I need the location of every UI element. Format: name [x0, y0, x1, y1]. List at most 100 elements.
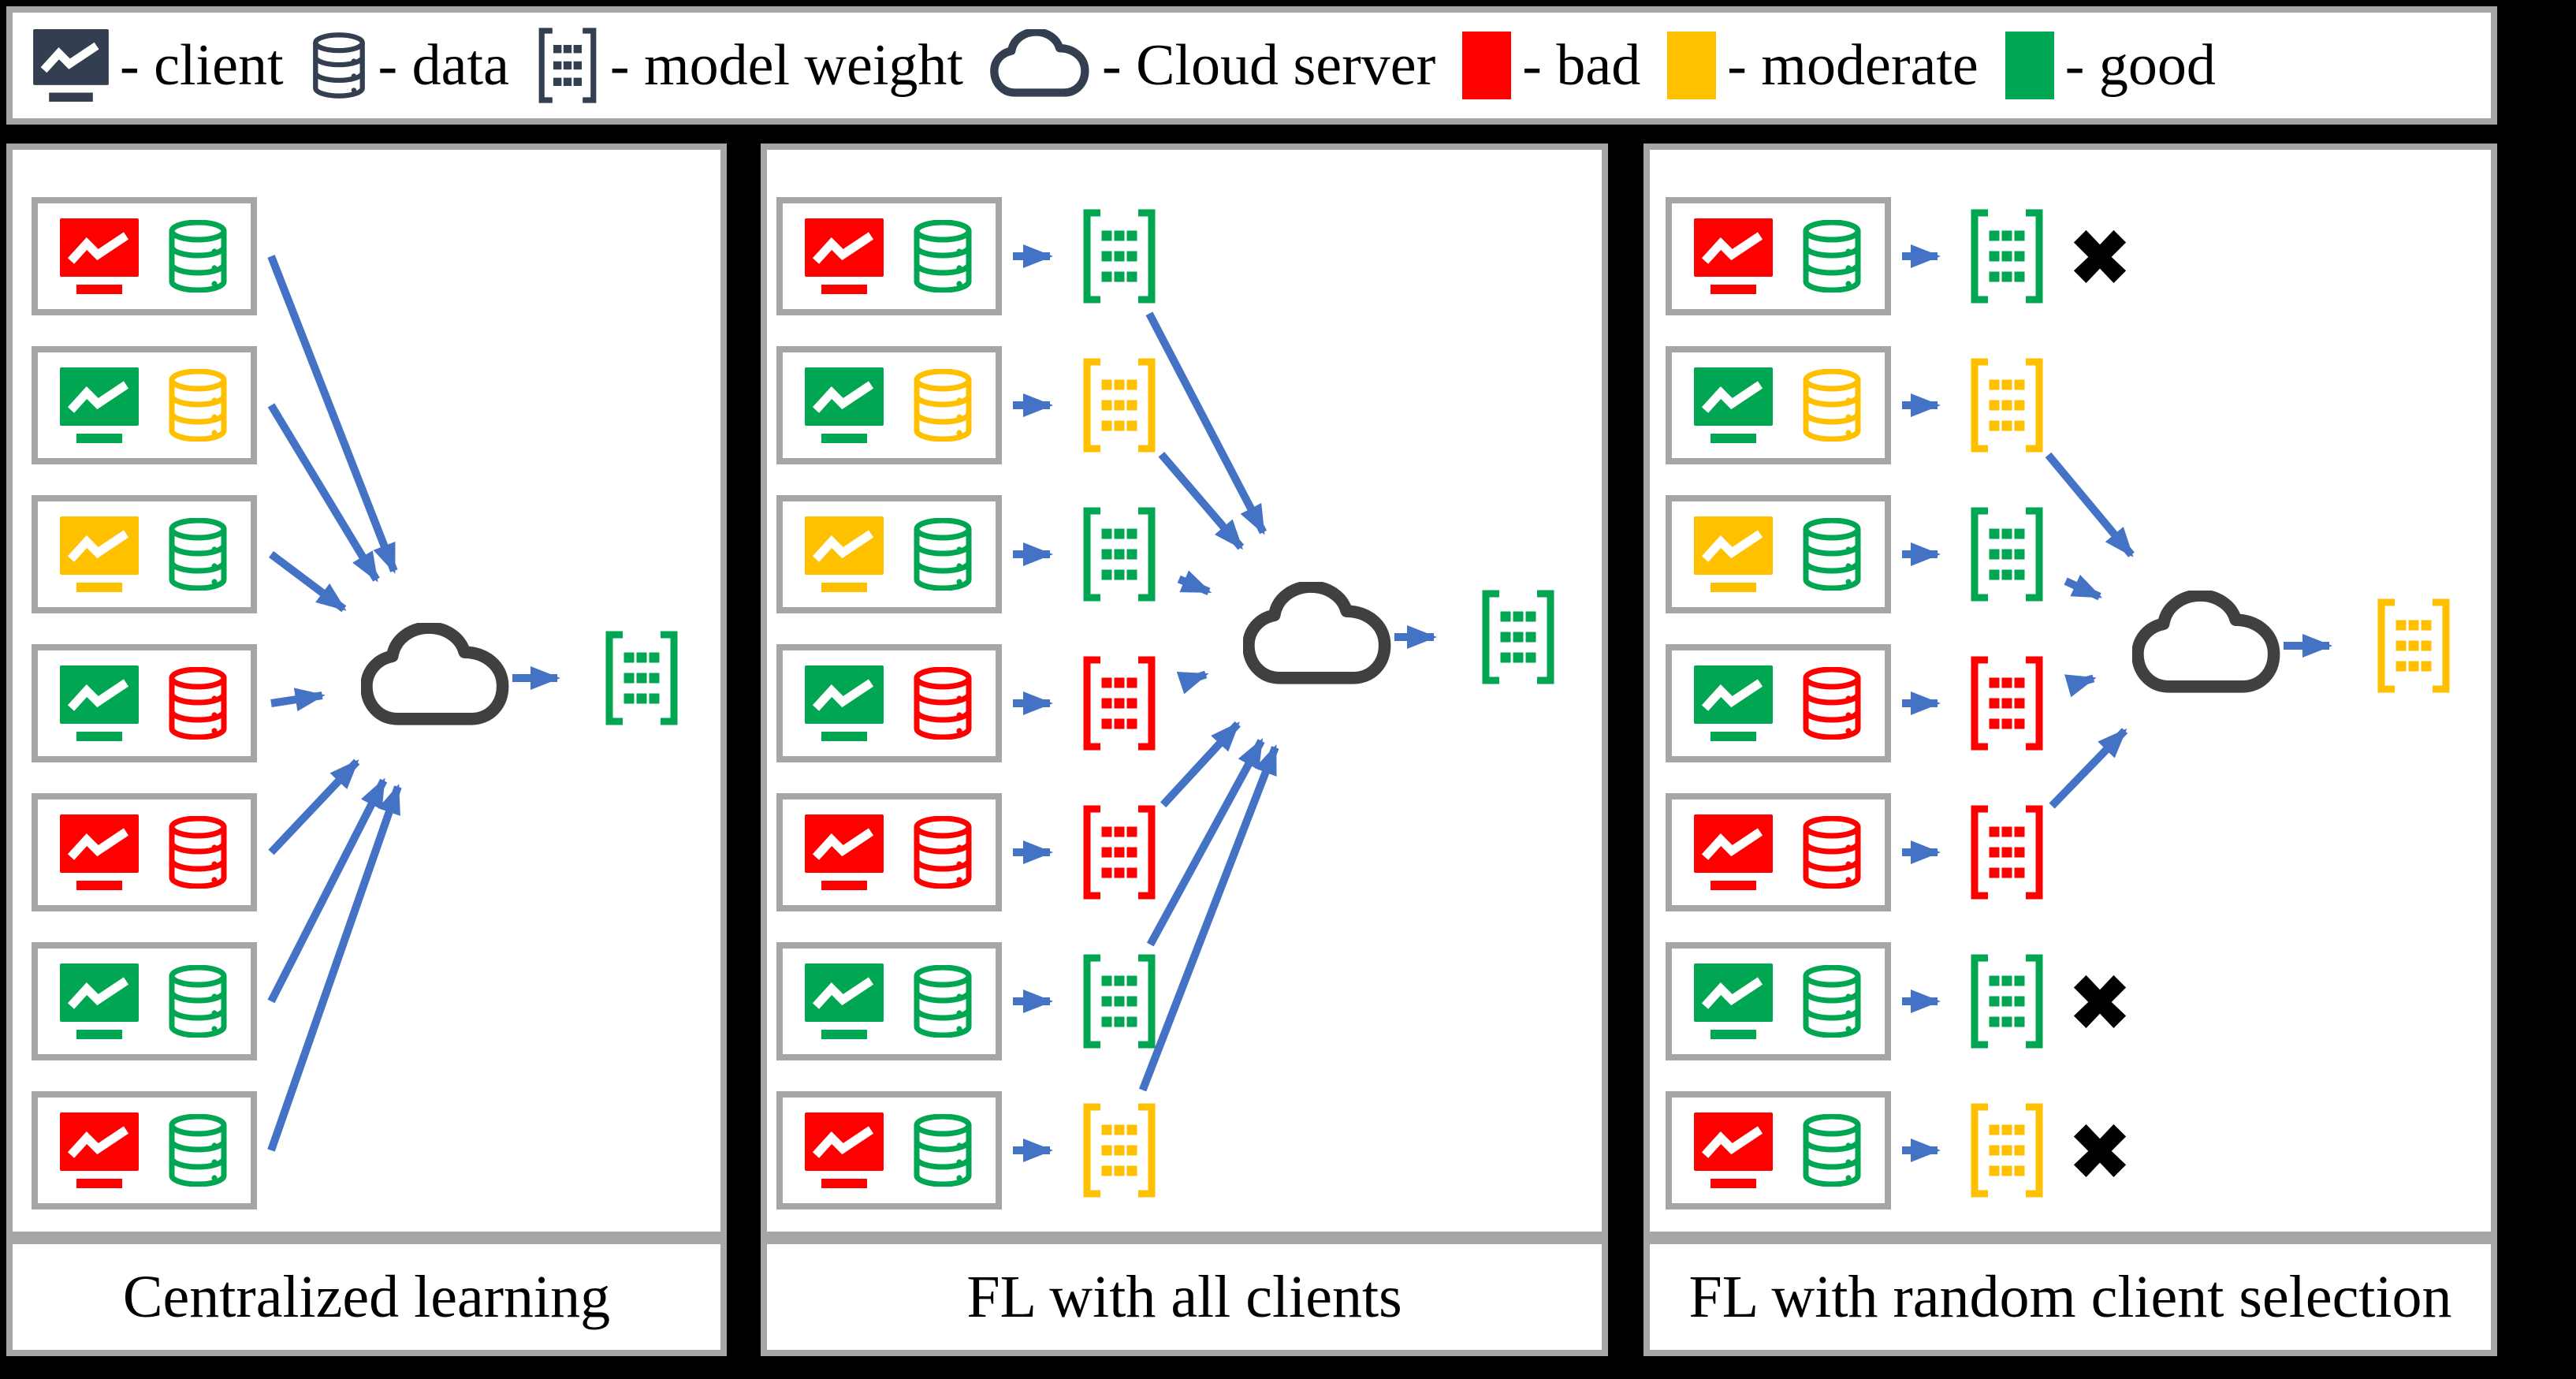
legend-bar: - client- data- model weight- Cloud serv… — [6, 6, 2497, 125]
local-model-weight — [1080, 505, 1159, 603]
client-icon — [805, 516, 884, 592]
model-weight-icon — [1482, 590, 1554, 684]
color-swatch-bad — [1462, 32, 1512, 99]
client-box — [776, 495, 1002, 613]
model-weight-icon — [1971, 507, 2043, 602]
legend-item-label: - Cloud server — [1101, 32, 1436, 98]
data-icon — [1803, 816, 1861, 889]
model-weight-icon — [538, 28, 597, 103]
client-box — [1666, 197, 1891, 315]
cloud-server — [361, 623, 511, 733]
not-selected-cross — [2064, 1114, 2136, 1187]
data-icon — [914, 518, 972, 591]
client-icon — [1694, 1113, 1773, 1188]
local-model-weight — [1080, 356, 1159, 454]
panel-caption: FL with all clients — [761, 1238, 1608, 1356]
local-model-weight — [1967, 654, 2046, 752]
global-model-weight — [590, 629, 693, 727]
data-icon — [914, 1114, 972, 1187]
data-icon — [311, 32, 367, 99]
flow-arrow — [268, 551, 347, 613]
panel-title: FL with random client selection — [1688, 1263, 2452, 1330]
client-icon — [60, 1113, 139, 1188]
data-icon — [169, 369, 227, 442]
client-box — [1666, 942, 1891, 1060]
model-weight-icon — [1083, 507, 1156, 602]
cloud-server — [1243, 582, 1393, 692]
flow-arrow — [2064, 674, 2097, 698]
model-weight-icon — [1971, 805, 2043, 900]
flow-arrow — [1176, 670, 1209, 695]
legend-item-model-weight: - model weight — [536, 24, 963, 106]
model-weight-icon — [1971, 209, 2043, 304]
cloud-icon — [2132, 591, 2280, 693]
client-icon — [805, 665, 884, 741]
flow-arrow — [1145, 311, 1268, 535]
flow-arrow — [2064, 574, 2103, 601]
flow-arrow — [1146, 738, 1265, 947]
legend-item-swatch-moderate: - moderate — [1667, 32, 1979, 99]
client-icon — [60, 218, 139, 294]
data-icon — [169, 220, 227, 293]
global-model-weight — [1467, 588, 1569, 686]
model-weight-icon — [1971, 1103, 2043, 1198]
color-swatch-moderate-wrap — [1667, 32, 1717, 99]
not-selected-cross — [2064, 220, 2136, 293]
not-selected-cross — [2064, 965, 2136, 1038]
panel-1 — [6, 143, 727, 1238]
legend-item-label: - good — [2064, 32, 2216, 98]
client-box — [776, 793, 1002, 911]
color-swatch-good-wrap — [2005, 32, 2054, 99]
data-icon — [914, 369, 972, 442]
flow-arrow — [267, 777, 388, 1004]
client-icon — [1694, 367, 1773, 443]
model-weight-icon — [1083, 805, 1156, 900]
cross-icon — [2073, 1124, 2127, 1178]
color-swatch-bad-wrap — [1462, 32, 1512, 99]
model-weight-icon — [1083, 656, 1156, 751]
local-model-weight — [1080, 207, 1159, 305]
client-icon — [1694, 665, 1773, 741]
legend-item-cloud-server: - Cloud server — [990, 29, 1435, 102]
flow-arrow — [268, 758, 360, 855]
client-icon — [33, 29, 109, 102]
panel-2 — [761, 143, 1608, 1238]
data-icon — [1803, 667, 1861, 740]
client-icon — [805, 367, 884, 443]
flow-arrow — [1160, 721, 1241, 808]
model-weight-icon — [1083, 954, 1156, 1049]
color-swatch-good — [2005, 32, 2054, 99]
client-icon — [1694, 814, 1773, 890]
global-model-weight — [2362, 597, 2465, 695]
client-icon — [33, 29, 109, 102]
legend-item-swatch-bad: - bad — [1462, 32, 1640, 99]
legend-item-label: - moderate — [1727, 32, 1979, 98]
panel-caption: FL with random client selection — [1644, 1238, 2497, 1356]
cloud-icon — [361, 623, 509, 725]
flow-arrow — [267, 255, 398, 574]
data-icon — [914, 965, 972, 1038]
model-weight-icon — [1083, 209, 1156, 304]
cross-icon — [2073, 975, 2127, 1029]
legend-item-client: - client — [33, 29, 284, 102]
local-model-weight — [1967, 952, 2046, 1050]
local-model-weight — [1080, 1101, 1159, 1199]
local-model-weight — [1967, 505, 2046, 603]
client-icon — [60, 814, 139, 890]
client-box — [1666, 495, 1891, 613]
client-box — [1666, 793, 1891, 911]
flow-arrow — [267, 784, 402, 1152]
client-box — [32, 197, 257, 315]
data-icon — [1803, 1114, 1861, 1187]
data-icon — [169, 1114, 227, 1187]
model-weight-icon — [605, 631, 678, 725]
local-model-weight — [1080, 654, 1159, 752]
flow-arrow — [2049, 728, 2128, 809]
cloud-icon — [1243, 582, 1391, 684]
model-weight-icon — [536, 24, 599, 106]
local-model-weight — [1967, 803, 2046, 901]
client-box — [1666, 346, 1891, 464]
client-box — [32, 644, 257, 762]
flow-arrow — [1158, 452, 1245, 550]
cloud-server-icon — [990, 29, 1091, 102]
